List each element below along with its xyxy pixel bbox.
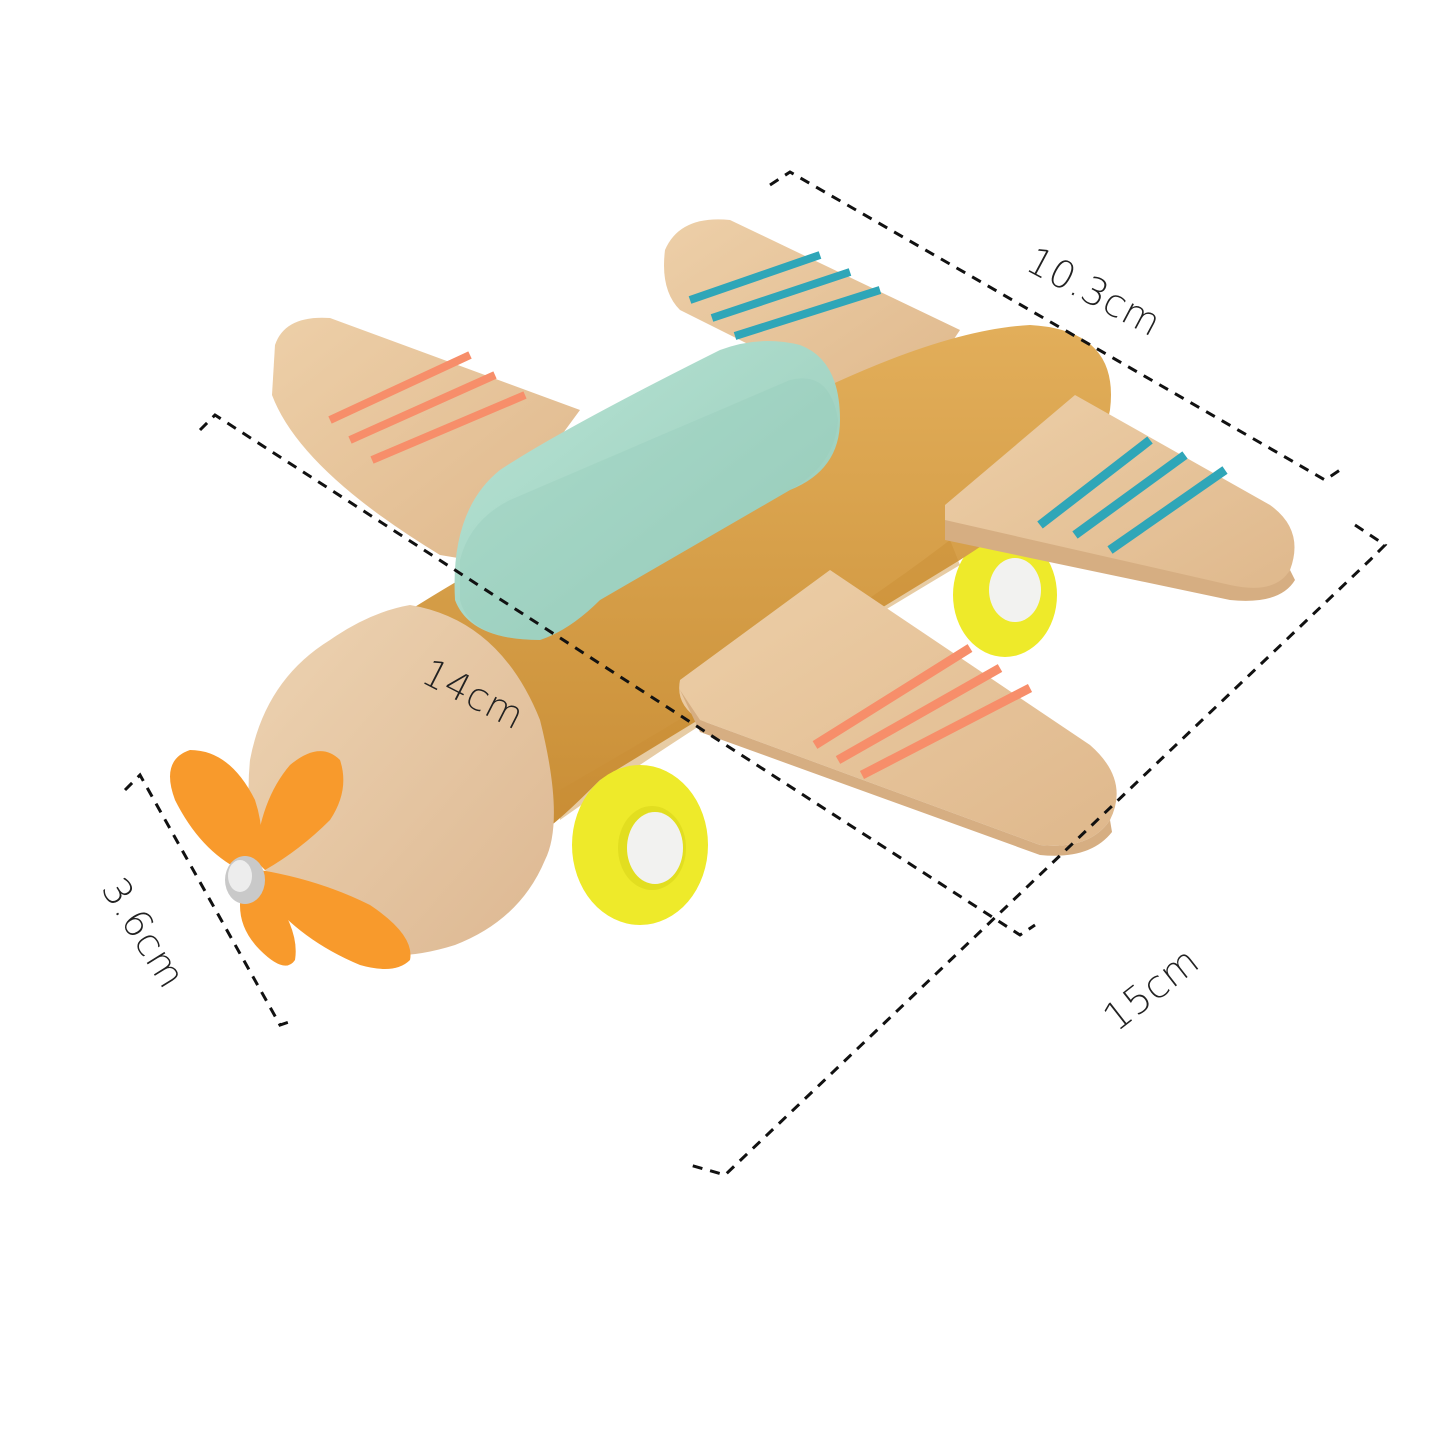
dimension-lines <box>123 170 1388 1177</box>
dim-line-15cm <box>689 523 1388 1177</box>
cockpit-canopy <box>454 341 840 640</box>
front-wheel <box>572 765 708 925</box>
orange-stripes <box>328 351 527 464</box>
teal-stripes <box>1037 436 1228 554</box>
orange-stripes <box>812 644 1033 779</box>
front-wing-orange <box>679 570 1117 856</box>
dim-line-3-6cm <box>123 772 296 1027</box>
tail-wing-teal <box>945 395 1295 601</box>
propeller <box>170 750 411 969</box>
nose-cone <box>248 605 554 956</box>
dim-line-10-3cm <box>769 170 1341 482</box>
rear-wheel <box>953 533 1057 657</box>
teal-stripes <box>688 251 882 340</box>
